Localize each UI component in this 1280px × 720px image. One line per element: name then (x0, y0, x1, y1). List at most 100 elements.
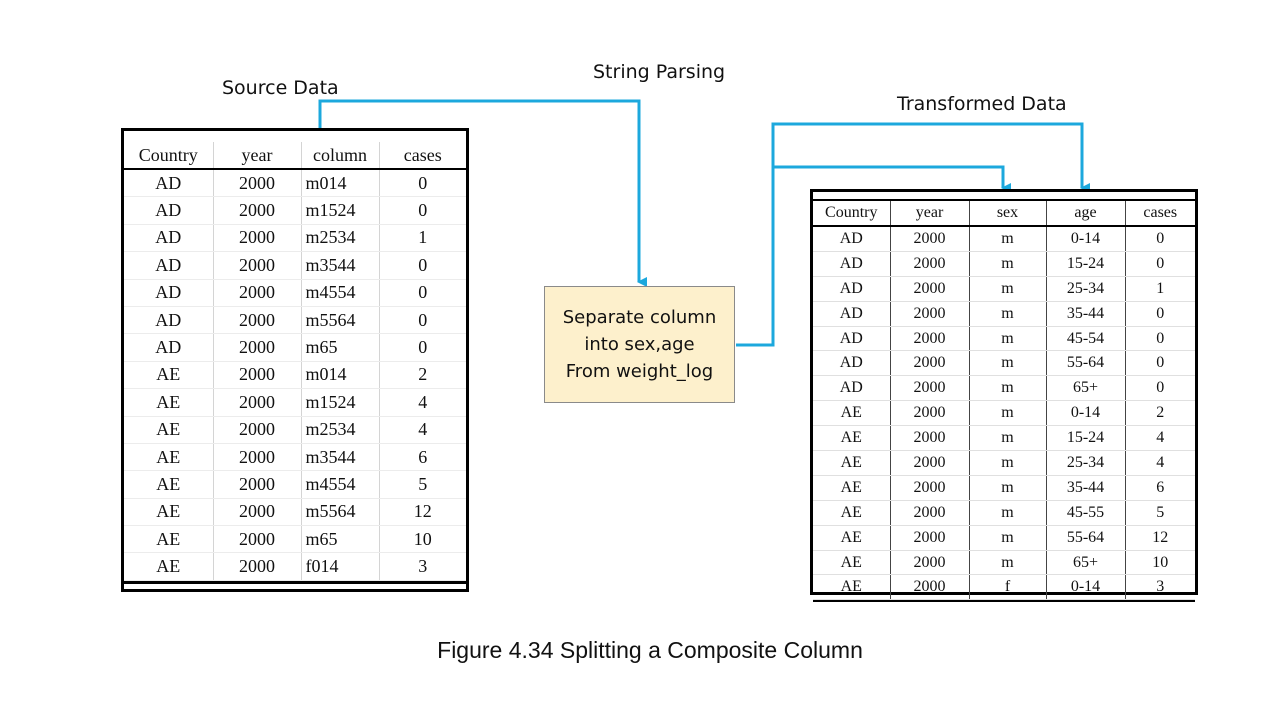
transformed-cell: 6 (1125, 475, 1195, 501)
transformed-cell: AD (813, 251, 891, 277)
transformed-cell: m (969, 226, 1047, 252)
transformed-cell: 25-34 (1046, 276, 1126, 302)
source-cell: f014 (301, 552, 380, 581)
source-cell: 2000 (213, 169, 302, 198)
transformed-cell: 65+ (1046, 550, 1126, 576)
source-cell: 0 (379, 169, 466, 198)
source-cell: 2000 (213, 525, 302, 554)
source-cell: 0 (379, 279, 466, 307)
transformed-cell: 0-14 (1046, 226, 1126, 252)
source-cell: AD (124, 279, 214, 307)
transformed-header-cell: sex (969, 199, 1047, 227)
source-cell: 2000 (213, 498, 302, 527)
transformed-cell: 2000 (890, 226, 970, 252)
source-cell: 10 (379, 525, 466, 554)
transformed-cell: 35-44 (1046, 301, 1126, 327)
transformed-cell: 45-55 (1046, 500, 1126, 526)
transformed-cell: AE (813, 574, 891, 601)
transformed-cell: f (969, 574, 1047, 601)
source-cell: 0 (379, 196, 466, 225)
source-cell: 4 (379, 416, 466, 444)
transformed-cell: AE (813, 500, 891, 526)
transformed-cell: 2000 (890, 400, 970, 427)
source-cell: 0 (379, 251, 466, 280)
source-cell: m5564 (301, 306, 380, 335)
transformed-cell: AE (813, 550, 891, 576)
transformed-cell: 0 (1125, 251, 1195, 277)
source-cell: m4554 (301, 470, 380, 499)
transformed-cell: 2000 (890, 550, 970, 576)
transformed-cell: 4 (1125, 450, 1195, 476)
source-data-label: Source Data (222, 77, 339, 99)
transformed-cell: 55-64 (1046, 350, 1126, 377)
source-cell: m3544 (301, 251, 380, 280)
source-cell: 3 (379, 552, 466, 581)
source-cell: 0 (379, 306, 466, 335)
transformed-cell: 2 (1125, 400, 1195, 427)
source-cell: m65 (301, 525, 380, 554)
source-cell: m65 (301, 333, 380, 362)
transformed-cell: 1 (1125, 276, 1195, 302)
transformed-cell: 0-14 (1046, 574, 1126, 601)
transformed-cell: m (969, 425, 1047, 452)
source-cell: 2000 (213, 306, 302, 335)
source-cell: 2000 (213, 251, 302, 280)
string-parsing-label: String Parsing (593, 61, 726, 83)
source-cell: 0 (379, 333, 466, 362)
source-to-process-arrow (318, 99, 647, 287)
transformed-cell: AD (813, 226, 891, 252)
transformed-cell: 0 (1125, 326, 1195, 352)
source-cell: m1524 (301, 388, 380, 417)
source-cell: AE (124, 470, 214, 499)
transformed-cell: 0-14 (1046, 400, 1126, 427)
transformed-cell: AD (813, 301, 891, 327)
transformed-cell: m (969, 326, 1047, 352)
transformed-cell: 3 (1125, 574, 1195, 601)
source-cell: 2000 (213, 361, 302, 390)
source-cell: 4 (379, 388, 466, 417)
transformed-cell: m (969, 276, 1047, 302)
transformed-cell: 2000 (890, 276, 970, 302)
source-cell: 2000 (213, 470, 302, 499)
source-cell: AD (124, 306, 214, 335)
transformed-header-cell: Country (813, 199, 891, 227)
source-cell: 2000 (213, 388, 302, 417)
transformed-cell: 2000 (890, 574, 970, 601)
transformed-cell: 2000 (890, 326, 970, 352)
transformed-cell: 2000 (890, 375, 970, 402)
source-cell: 2000 (213, 552, 302, 581)
transformed-cell: 25-34 (1046, 450, 1126, 476)
transformed-cell: 4 (1125, 425, 1195, 452)
transformed-cell: 2000 (890, 251, 970, 277)
source-cell: AE (124, 552, 214, 581)
transformed-cell: 12 (1125, 525, 1195, 551)
source-cell: 2 (379, 361, 466, 390)
transformed-cell: AD (813, 326, 891, 352)
transformed-cell: 2000 (890, 301, 970, 327)
source-cell: m5564 (301, 498, 380, 527)
transformed-cell: 0 (1125, 350, 1195, 377)
sex-branch-arrow (773, 165, 1011, 193)
transformed-cell: AE (813, 450, 891, 476)
transformed-cell: m (969, 301, 1047, 327)
source-cell: 5 (379, 470, 466, 499)
